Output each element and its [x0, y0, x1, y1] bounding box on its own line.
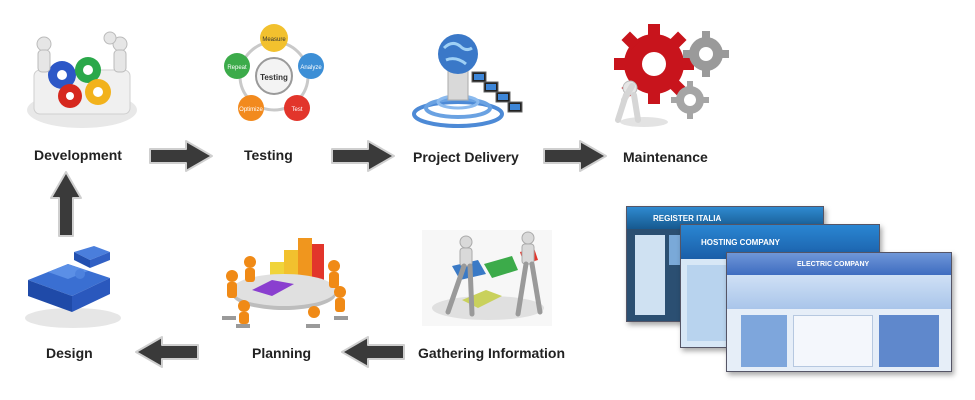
step-design: Design: [46, 345, 93, 361]
arrow-left-icon: [135, 336, 199, 368]
site-title-hosting-company: HOSTING COMPANY: [701, 237, 780, 247]
maintenance-gears-illustration: [614, 24, 729, 127]
step-gathering-information: Gathering Information: [418, 345, 565, 361]
step-planning: Planning: [252, 345, 312, 361]
arrow-right-icon: [543, 140, 607, 172]
step-development: Development: [34, 147, 122, 163]
site-title-register-italia: REGISTER ITALIA: [653, 213, 722, 223]
globe-delivery-illustration: [412, 34, 523, 128]
step-maintenance: Maintenance: [623, 149, 708, 165]
arrow-right-icon: [149, 140, 213, 172]
site-title-electric-company: ELECTRIC COMPANY: [797, 260, 870, 268]
design-puzzle-illustration: [25, 246, 121, 328]
step-project-delivery: Project Delivery: [413, 149, 519, 165]
cycle-test-label: Test: [291, 107, 302, 113]
cycle-analyze-label: Analyze: [300, 65, 322, 71]
cycle-repeat-label: Repeat: [227, 65, 247, 71]
arrow-left-icon: [341, 336, 405, 368]
planning-meeting-illustration: [222, 238, 348, 328]
gathering-puzzle-illustration: [422, 230, 552, 326]
step-testing: Testing: [244, 147, 293, 163]
development-gears-illustration: [27, 31, 137, 128]
cycle-measure-label: Measure: [262, 37, 286, 43]
testing-cycle-diagram: Testing Measure Analyze Test Optimize Re…: [224, 24, 324, 121]
cycle-optimize-label: Optimize: [239, 107, 263, 113]
website-mockup-3: ELECTRIC COMPANY: [726, 252, 952, 372]
arrow-up-icon: [50, 171, 82, 237]
testing-center-label: Testing: [260, 73, 288, 82]
arrow-right-icon: [331, 140, 395, 172]
